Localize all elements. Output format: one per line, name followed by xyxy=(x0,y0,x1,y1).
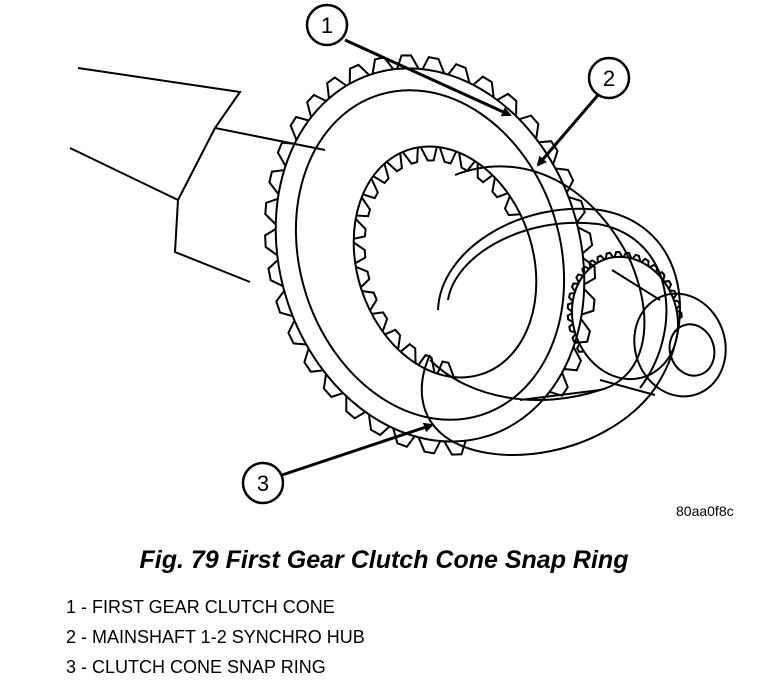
callout-circle xyxy=(241,461,285,505)
shaft-end-connector xyxy=(599,269,661,396)
figure-code: 80aa0f8c xyxy=(676,503,734,519)
shaft-body xyxy=(77,67,326,151)
shaft-edge-lower xyxy=(69,147,251,283)
illustration: 1 2 3 xyxy=(69,3,727,505)
legend-item: 1 - FIRST GEAR CLUTCH CONE xyxy=(66,597,335,617)
inner-spline-teeth xyxy=(353,146,521,378)
snap-ring xyxy=(420,207,681,456)
outer-gear-inner-ring xyxy=(294,89,566,421)
output-spline-teeth xyxy=(566,250,683,353)
callout-1: 1 xyxy=(305,3,512,117)
outer-gear-teeth xyxy=(264,54,597,456)
callout-number: 1 xyxy=(321,13,333,38)
clutch-cone-ring xyxy=(352,145,538,379)
callout-circle xyxy=(587,56,631,100)
outer-gear-ring xyxy=(274,67,586,443)
hub-barrel-lower xyxy=(429,359,601,401)
gear-assembly-drawing xyxy=(69,54,727,456)
callout-circle xyxy=(305,3,349,47)
callout-arrow xyxy=(344,38,512,117)
figure-caption: Fig. 79 First Gear Clutch Cone Snap Ring xyxy=(139,546,629,574)
gear-tooth-path xyxy=(264,54,597,456)
legend-item: 2 - MAINSHAFT 1-2 SYNCHRO HUB xyxy=(66,627,365,647)
shaft-end-outer xyxy=(633,292,727,398)
snap-ring-inner xyxy=(447,221,668,389)
legend-item: 3 - CLUTCH CONE SNAP RING xyxy=(66,657,326,677)
hub-barrel xyxy=(454,165,646,401)
shaft-end-inner xyxy=(668,323,716,377)
callout-number: 3 xyxy=(257,471,269,496)
legend-list: 1 - FIRST GEAR CLUTCH CONE 2 - MAINSHAFT… xyxy=(66,592,365,682)
callout-arrow xyxy=(281,422,434,477)
callout-2: 2 xyxy=(536,56,631,167)
callout-number: 2 xyxy=(603,66,615,91)
callout-arrow xyxy=(536,94,600,167)
callout-3: 3 xyxy=(241,422,434,505)
shaft-flat xyxy=(177,127,216,201)
gear-tooth-path xyxy=(566,250,683,353)
gear-tooth-path xyxy=(353,146,521,378)
